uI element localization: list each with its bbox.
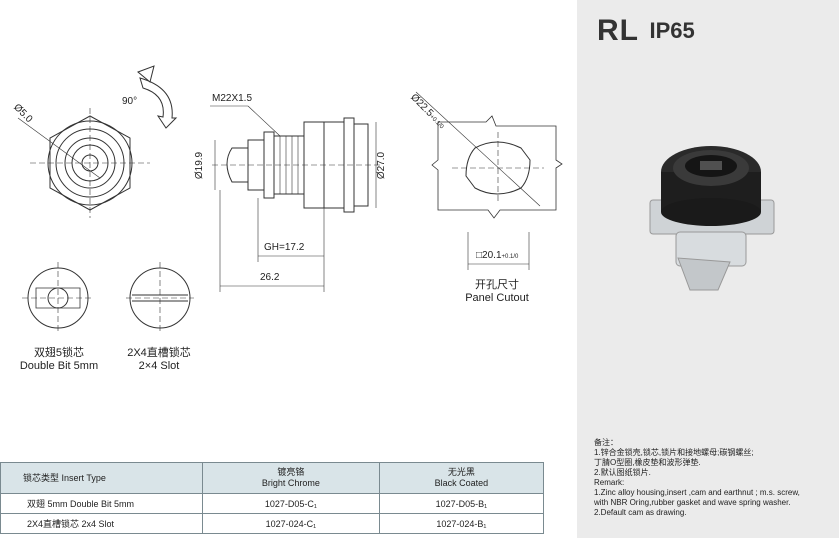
col-insert-type: 锁芯类型 Insert Type	[0, 462, 203, 494]
rotation-arrow-icon	[139, 77, 178, 129]
front-view	[17, 108, 150, 218]
flange-dia-label: Ø27.0	[376, 151, 388, 180]
cutout-square-label: □20.1+0.1/0	[476, 250, 519, 261]
panel-cutout-view	[415, 91, 563, 270]
double-bit-caption: 双翅5锁芯 Double Bit 5mm	[19, 347, 99, 372]
product-image	[649, 146, 775, 291]
thread-label: M22X1.5	[212, 93, 253, 104]
slot-insert-icon	[126, 262, 194, 334]
table-row: 2X4直槽锁芯 2x4 Slot 1027-024-C₁ 1027-024-B₁	[0, 513, 545, 534]
side-view	[210, 105, 380, 292]
body-dia-label: Ø19.9	[194, 151, 206, 180]
ip-rating: IP65	[649, 18, 695, 43]
rating-badge: RL IP65	[597, 14, 695, 48]
double-bit-insert-icon	[22, 262, 94, 334]
grip-height-label: GH=17.2	[264, 242, 305, 253]
panel-cutout-caption: 开孔尺寸 Panel Cutout	[465, 279, 529, 304]
length-label: 26.2	[260, 272, 280, 283]
remarks: 备注： 1.锌合金锁壳,锁芯,锁片和接地螺母;碳钢螺丝; 丁腈O型圈,橡皮垫和波…	[594, 438, 800, 517]
rotation-label: 90°	[122, 96, 138, 107]
series-code: RL	[597, 14, 639, 47]
slot-caption: 2X4直槽锁芯 2×4 Slot	[127, 347, 191, 372]
table-row: 双翅 5mm Double Bit 5mm 1027-D05-C₁ 1027-D…	[0, 493, 545, 514]
